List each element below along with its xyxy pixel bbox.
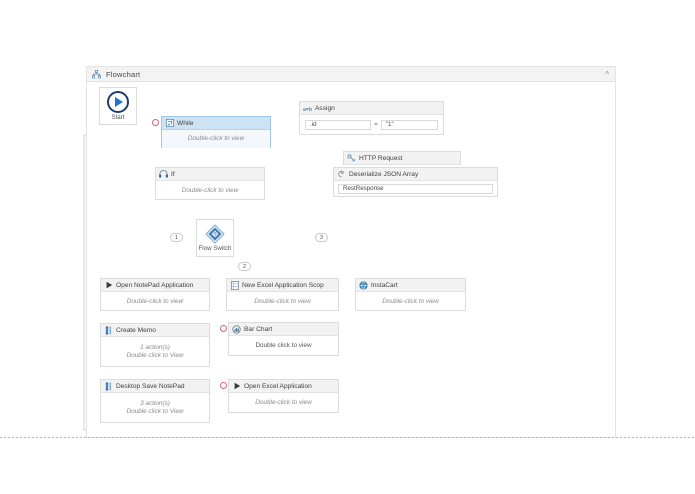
node-create-memo-title: Create Memo: [116, 326, 156, 334]
node-deserialize-title: Deserialize JSON Array: [349, 170, 419, 178]
node-instacart[interactable]: InstaCart Double-click to view: [355, 278, 466, 311]
node-create-memo-header: Create Memo: [101, 324, 209, 337]
node-if[interactable]: If Double-click to view: [155, 167, 265, 200]
node-create-memo-body[interactable]: 1 action(s) Double click to View: [101, 337, 209, 367]
node-while-title: While: [177, 119, 194, 127]
node-deserialize-header: Deserialize JSON Array: [334, 168, 497, 181]
diamond-icon: ?: [205, 224, 225, 244]
excel-icon: [230, 280, 239, 290]
play-circle-icon: [107, 91, 129, 113]
node-desktop-save-notepad[interactable]: Desktop Save NotePad 3 action(s) Double …: [100, 379, 210, 423]
branch-label-1: 1: [170, 233, 183, 242]
play-icon: [232, 382, 241, 391]
node-deserialize-body: RestResponse: [334, 181, 497, 196]
deserialize-icon: [337, 170, 346, 179]
svg-text:a=b: a=b: [303, 106, 312, 111]
node-if-header: If: [156, 168, 264, 181]
node-open-excel-application[interactable]: Open Excel Application Double-click to v…: [228, 379, 339, 413]
flowchart-panel-header[interactable]: Flowchart ^: [86, 66, 616, 82]
node-flow-switch[interactable]: ? Flow Switch: [196, 219, 234, 257]
desktop-save-action-count: 3 action(s): [140, 400, 170, 407]
node-instacart-header: InstaCart: [356, 279, 465, 292]
node-open-notepad-header: Open NotePad Application: [101, 279, 209, 292]
node-desktop-save-body[interactable]: 3 action(s) Double click to View: [101, 393, 209, 423]
node-assign-header: a=b Assign: [300, 102, 443, 115]
start-label: Start: [111, 114, 125, 121]
node-deserialize-json-array[interactable]: Deserialize JSON Array RestResponse: [333, 167, 498, 197]
sequence-icon: [104, 326, 113, 335]
create-memo-action-count: 1 action(s): [140, 344, 170, 351]
node-while-header: While: [162, 117, 270, 130]
node-start[interactable]: Start: [99, 87, 137, 125]
node-if-body[interactable]: Double-click to view: [181, 186, 239, 194]
node-http-request-title: HTTP Request: [359, 154, 403, 162]
dotted-separator: [0, 437, 695, 438]
node-assign-body: .id = "1": [300, 115, 443, 134]
create-memo-hint: Double click to View: [126, 352, 184, 359]
bar-chart-icon: [232, 324, 241, 334]
node-new-excel-application-scope[interactable]: New Excel Application Scop Double-click …: [226, 278, 339, 311]
assign-right-field[interactable]: "1": [380, 119, 438, 130]
node-new-excel-body[interactable]: Double-click to view: [254, 297, 311, 305]
node-open-notepad-application[interactable]: Open NotePad Application Double-click to…: [100, 278, 210, 311]
node-http-request[interactable]: HTTP Request: [343, 151, 461, 165]
node-instacart-body[interactable]: Double-click to view: [382, 297, 439, 305]
breakpoint-open-excel-icon[interactable]: [220, 382, 227, 389]
node-open-excel-body[interactable]: Double-click to view: [255, 399, 312, 406]
node-desktop-save-title: Desktop Save NotePad: [116, 382, 185, 390]
chevron-up-icon[interactable]: ^: [605, 70, 609, 79]
node-open-excel-header: Open Excel Application: [229, 380, 338, 393]
breakpoint-bar-chart-icon[interactable]: [220, 325, 227, 332]
node-open-excel-title: Open Excel Application: [244, 382, 312, 390]
node-open-notepad-body[interactable]: Double-click to view: [126, 297, 184, 305]
if-condition-icon: [159, 170, 168, 179]
node-create-memo[interactable]: Create Memo 1 action(s) Double click to …: [100, 323, 210, 367]
deserialize-result-field[interactable]: RestResponse: [338, 183, 493, 194]
sequence-icon: [104, 382, 113, 391]
globe-icon: [359, 280, 368, 290]
play-icon: [104, 281, 113, 290]
node-while[interactable]: While Double-click to view: [161, 116, 271, 148]
node-instacart-title: InstaCart: [371, 281, 398, 289]
assign-operator: =: [374, 120, 378, 128]
desktop-save-hint: Double click to View: [126, 408, 184, 415]
node-desktop-save-header: Desktop Save NotePad: [101, 380, 209, 393]
node-while-body[interactable]: Double-click to view: [162, 130, 270, 148]
node-bar-chart[interactable]: Bar Chart Double click to view: [228, 322, 339, 356]
node-new-excel-header: New Excel Application Scop: [227, 279, 338, 292]
node-bar-chart-header: Bar Chart: [229, 323, 338, 336]
assign-left-field[interactable]: .id: [305, 119, 371, 130]
breakpoint-while-icon[interactable]: [152, 119, 159, 126]
http-request-icon: [347, 154, 356, 163]
node-bar-chart-title: Bar Chart: [244, 325, 273, 333]
node-http-request-header: HTTP Request: [344, 152, 460, 165]
node-assign[interactable]: a=b Assign .id = "1": [299, 101, 444, 135]
node-bar-chart-body[interactable]: Double click to view: [255, 342, 312, 349]
node-if-title: If: [171, 170, 175, 178]
panel-title: Flowchart: [106, 69, 141, 79]
sitemap-icon: [92, 69, 101, 79]
assign-icon: a=b: [303, 104, 312, 113]
flow-switch-label: Flow Switch: [198, 245, 232, 252]
branch-label-3: 3: [315, 233, 328, 242]
while-loop-icon: [165, 119, 174, 128]
node-open-notepad-title: Open NotePad Application: [116, 281, 194, 289]
node-assign-title: Assign: [315, 104, 335, 112]
node-new-excel-title: New Excel Application Scop: [242, 281, 324, 289]
svg-text:?: ?: [213, 232, 216, 238]
branch-label-2: 2: [238, 262, 251, 271]
